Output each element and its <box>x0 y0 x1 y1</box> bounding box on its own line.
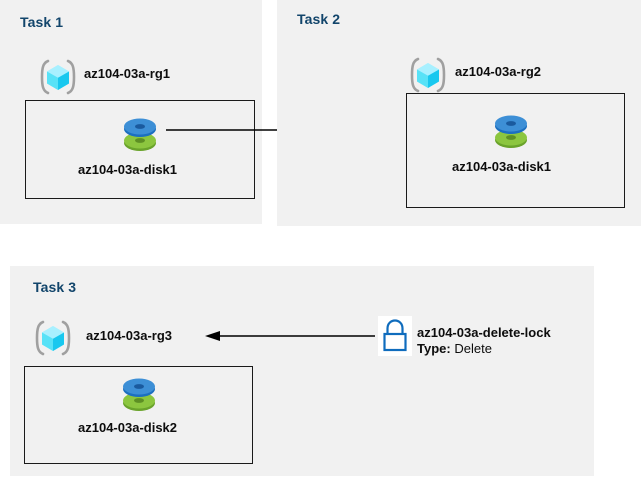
resource-group-icon <box>38 58 78 96</box>
resource-container-task2 <box>406 93 625 208</box>
lock-name-label: az104-03a-delete-lock <box>417 325 551 340</box>
lock-type-key: Type: <box>417 341 451 356</box>
managed-disk-icon <box>117 113 163 157</box>
resource-group-label-rg1: az104-03a-rg1 <box>84 66 170 81</box>
resource-label-disk1: az104-03a-disk1 <box>78 162 178 177</box>
resource-group-label-rg2: az104-03a-rg2 <box>455 64 541 79</box>
task-title-task3: Task 3 <box>33 279 77 295</box>
resource-group-label-rg3: az104-03a-rg3 <box>86 328 172 343</box>
task-title-task2: Task 2 <box>297 11 341 27</box>
task-title-task1: Task 1 <box>20 14 64 30</box>
resource-label-disk1-moved: az104-03a-disk1 <box>452 159 552 174</box>
lock-scope-arrow <box>205 329 375 343</box>
managed-disk-icon <box>116 373 162 417</box>
lock-icon <box>378 316 412 356</box>
resource-group-icon <box>408 56 448 94</box>
resource-label-disk2: az104-03a-disk2 <box>78 420 178 435</box>
managed-disk-icon <box>488 110 534 154</box>
lock-type-row: Type: Delete <box>417 341 492 356</box>
resource-group-icon <box>33 319 73 357</box>
lock-type-value: Delete <box>454 341 492 356</box>
